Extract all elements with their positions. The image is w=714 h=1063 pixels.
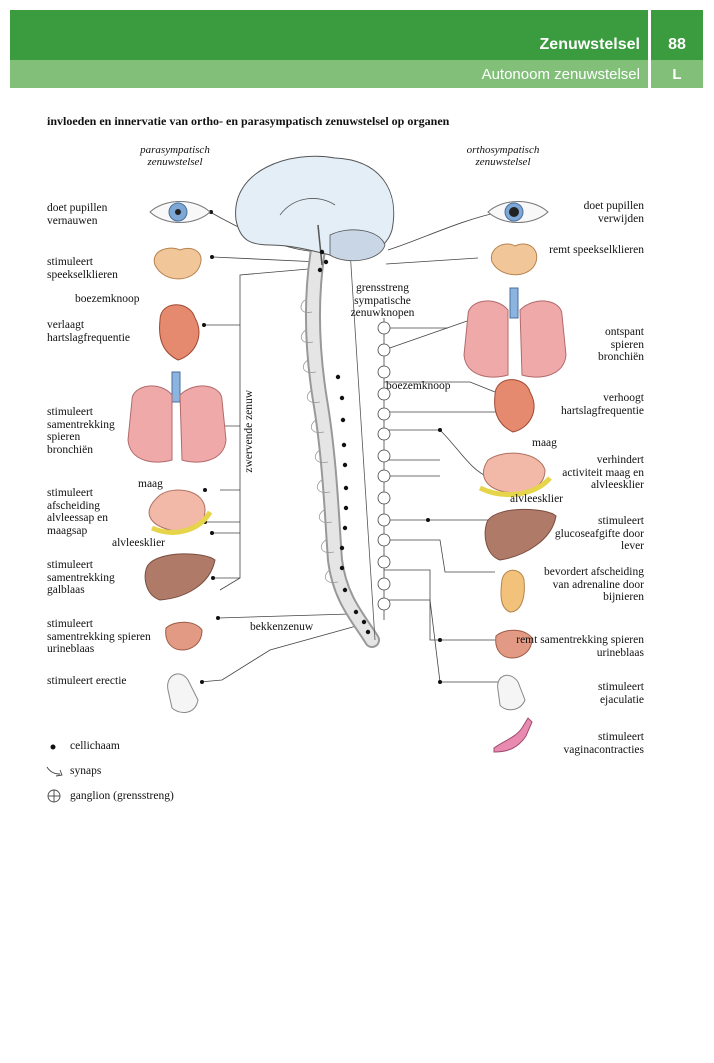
liver-icon-left: [144, 553, 216, 601]
right-effect-vagina: stimuleert vaginacontracties: [563, 731, 644, 756]
brain-icon: [235, 155, 395, 266]
adrenal-gland-icon: [500, 569, 525, 613]
left-effect-saliva: stimuleert speekselklieren: [47, 256, 118, 281]
header-bar: [10, 10, 648, 60]
left-effect-bladder: stimuleert samentrekking spieren urinebl…: [47, 618, 151, 655]
label-left-stomach: maag: [138, 478, 163, 490]
section-letter-box: [651, 60, 703, 88]
testes-icon: [497, 674, 526, 711]
nerve-bladder-left: [217, 613, 351, 619]
label-pelvic-nerve: bekkenzenuw: [250, 621, 314, 633]
right-effect-digestion: verhindert activiteit maag en alvleeskli…: [562, 454, 644, 491]
bladder-icon-left: [165, 621, 203, 651]
stomach-icon-left: [148, 489, 213, 535]
header-subtitle: Autonoom zenuwstelsel: [481, 66, 640, 83]
label-left-pancreas: alvleesklier: [112, 537, 166, 549]
lungs-icon-right: [463, 287, 567, 378]
right-effect-ejaculation: stimuleert ejaculatie: [598, 681, 644, 706]
eye-icon-left: [149, 201, 211, 223]
left-effect-erection: stimuleert erectie: [47, 675, 127, 687]
right-effect-liver: stimuleert glucoseafgifte door lever: [554, 515, 644, 552]
left-effect-pupils: doet pupillen vernauwen: [47, 202, 108, 227]
legend-dot-icon: [50, 744, 56, 750]
right-effect-bladder: remt samentrekking spieren urineblaas: [516, 634, 644, 659]
legend-ganglion-icon: [47, 789, 61, 803]
eye-icon-right: [487, 201, 549, 223]
lungs-icon-left: [127, 371, 227, 463]
liver-icon-right: [484, 508, 557, 561]
sympathetic-chain: [377, 318, 391, 620]
legend-synapse: synaps: [70, 765, 102, 777]
right-effect-saliva: remt speekselklieren: [549, 244, 644, 256]
salivary-gland-icon-left: [153, 247, 202, 280]
right-effect-heart: verhoogt hartslagfrequentie: [560, 392, 644, 417]
label-sympathetic-chain: grensstreng sympatische zenuwknopen: [350, 282, 415, 319]
salivary-gland-icon-right: [490, 243, 538, 276]
legend-ganglion: ganglion (grensstreng): [70, 790, 174, 802]
vagina-icon: [493, 717, 533, 753]
nerve-heart-left: [239, 267, 321, 326]
section-letter: L: [672, 66, 682, 83]
bladder-icon-right: [495, 629, 533, 659]
label-right-pancreas: alvleesklier: [510, 493, 564, 505]
label-right-stomach: maag: [532, 437, 557, 449]
heart-icon-right: [494, 379, 535, 433]
nerve-eye-right: [387, 211, 501, 251]
label-right-heart-node: boezemknoop: [386, 380, 451, 392]
nerve-saliva-left: [212, 256, 321, 263]
page-number-box: [651, 10, 703, 60]
column-header-left: parasympatisch zenuwstelsel: [140, 144, 210, 168]
left-effect-digestion: stimuleert afscheiding alvleessap en maa…: [47, 487, 108, 537]
right-effect-adrenaline: bevordert afscheiding van adrenaline doo…: [544, 566, 644, 603]
right-effect-pupils: doet pupillen verwijden: [583, 200, 644, 225]
nerve-erection: [199, 624, 361, 683]
column-header-right: orthosympatisch zenuwstelsel: [466, 144, 540, 168]
right-effect-bronchi: ontspant spieren bronchiën: [598, 326, 644, 363]
header-title: Zenuwstelsel: [539, 36, 640, 53]
stomach-icon-right: [478, 452, 552, 498]
label-left-heart-node: boezemknoop: [75, 293, 140, 305]
figure-title: invloeden en innervatie van ortho- en pa…: [47, 114, 450, 128]
header-subbar: [10, 60, 648, 88]
page-number: 88: [668, 36, 686, 53]
penis-icon: [167, 673, 199, 713]
legend-synapse-icon: [46, 766, 63, 777]
left-effect-heart: verlaagt hartslagfrequentie: [47, 319, 131, 344]
heart-icon-left: [159, 304, 200, 361]
legend-cell-body: cellichaam: [70, 740, 120, 752]
left-effect-gallbladder: stimuleert samentrekking galblaas: [47, 559, 115, 596]
label-vagus-nerve: zwervende zenuw: [242, 389, 255, 473]
spinal-column: [300, 242, 380, 648]
left-effect-bronchi: stimuleert samentrekking spieren bronchi…: [47, 406, 115, 456]
